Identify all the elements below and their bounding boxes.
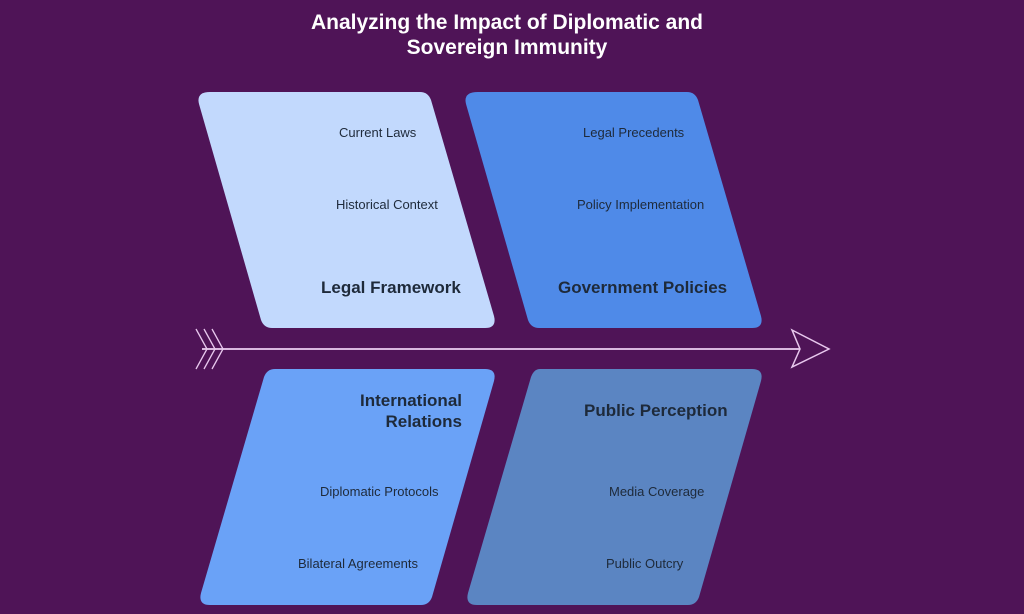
public-perception-box — [467, 369, 762, 605]
international-relations-heading-line-2: Relations — [385, 412, 462, 431]
title-line-2: Sovereign Immunity — [406, 36, 608, 59]
government-policies-item-2: Policy Implementation — [577, 197, 705, 212]
legal-framework-heading: Legal Framework — [321, 278, 461, 297]
public-perception-item-1: Media Coverage — [609, 484, 705, 499]
international-relations-heading-line-1: International — [359, 391, 462, 410]
government-policies-box — [465, 92, 762, 328]
public-perception-item-2: Public Outcry — [606, 556, 684, 571]
legal-framework-item-2: Historical Context — [336, 197, 438, 212]
chevron-fletching-icon — [195, 328, 224, 370]
international-relations-item-2: Bilateral Agreements — [298, 556, 418, 571]
international-relations-box — [200, 369, 495, 605]
title-line-1: Analyzing the Impact of Diplomatic and — [310, 11, 704, 34]
public-perception-heading: Public Perception — [584, 401, 728, 420]
legal-framework-item-1: Current Laws — [339, 125, 417, 140]
international-relations-item-1: Diplomatic Protocols — [320, 484, 439, 499]
arrow-right-icon — [790, 328, 831, 369]
government-policies-item-1: Legal Precedents — [583, 125, 685, 140]
diagram-title: Analyzing the Impact of Diplomatic and S… — [0, 10, 1014, 60]
government-policies-heading: Government Policies — [558, 278, 728, 297]
international-relations-heading: International Relations — [330, 390, 462, 432]
legal-framework-box — [198, 92, 495, 328]
